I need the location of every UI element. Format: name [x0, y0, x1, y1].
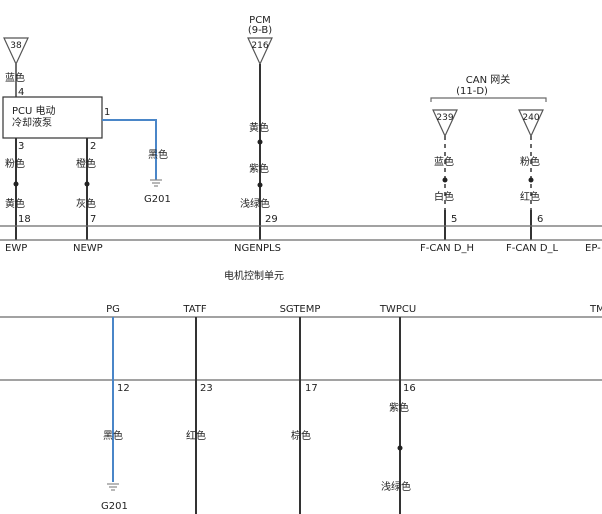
pg-label: PG [106, 304, 120, 315]
pg-pin: 12 [117, 383, 130, 394]
newp-splice-dot [84, 181, 90, 187]
tatf-label: TATF [182, 304, 207, 315]
pcm-pin: 29 [265, 214, 278, 225]
ewp-label: EWP [5, 243, 27, 254]
motor-control-unit-label: 电机控制单元 [224, 269, 284, 282]
wire-38-color: 蓝色 [5, 71, 25, 84]
newp-color2: 灰色 [76, 197, 96, 210]
can-l-color2: 红色 [520, 190, 540, 203]
pcm-color3: 浅绿色 [240, 197, 270, 210]
pcu-box [2, 96, 103, 139]
can-gateway-subtitle: (11-D) [456, 86, 488, 97]
twpcu-label: TWPCU [379, 304, 416, 315]
wire-pcu-to-g201 [102, 119, 157, 180]
ewp-pin: 18 [18, 214, 31, 225]
connector-216-number: 216 [251, 41, 268, 51]
can-l-splice-dot [528, 177, 534, 183]
pcu-label-line1: PCU 电动 [12, 104, 56, 117]
can-gateway-title: CAN 网关 [466, 73, 510, 86]
connector-240-triangle [518, 109, 544, 138]
tm-label: TM [589, 304, 602, 315]
pcu-label-line2: 冷却液泵 [12, 116, 52, 129]
pcm-subtitle: (9-B) [248, 25, 272, 36]
newp-pin: 7 [90, 214, 96, 225]
wire-pcu-g201-color: 黑色 [148, 148, 168, 161]
connector-216: 216 [247, 37, 273, 66]
newp-label: NEWP [73, 243, 103, 254]
pcm-splice-dot1 [257, 139, 263, 145]
ground-g201-top-label: G201 [144, 194, 171, 205]
ground-g201-bottom-label: G201 [101, 501, 128, 512]
connector-239-number: 239 [436, 113, 453, 123]
pcm-color2: 紫色 [249, 162, 269, 175]
ewp-pin-up: 3 [18, 141, 24, 152]
ngenpls-label: NGENPLS [234, 243, 281, 254]
connector-239-triangle [432, 109, 458, 138]
pcu-pin-4: 4 [18, 87, 24, 98]
can-h-splice-dot [442, 177, 448, 183]
newp-color1: 橙色 [76, 157, 96, 170]
pcu-pin-1: 1 [104, 107, 110, 118]
can-l-label: F-CAN D_L [506, 243, 559, 254]
connector-240-number: 240 [522, 113, 539, 123]
ewp-color2: 黄色 [5, 197, 25, 210]
ewp-splice-dot [13, 181, 19, 187]
pcm-color1: 黄色 [249, 121, 269, 134]
can-h-color1: 蓝色 [434, 155, 454, 168]
twpcu-pin: 16 [403, 383, 416, 394]
connector-38: 38 [3, 37, 29, 66]
connector-239: 239 [432, 109, 458, 138]
twpcu-color2: 浅绿色 [381, 480, 411, 493]
pcm-title: PCM [249, 15, 271, 26]
connector-38-number: 38 [10, 41, 22, 51]
ground-icon-bottom [107, 483, 119, 491]
tatf-pin: 23 [200, 383, 213, 394]
twpcu-splice-dot [397, 445, 403, 451]
pg-wire-color: 黑色 [103, 429, 123, 442]
pcu-coolant-pump: PCU 电动 冷却液泵 [2, 96, 103, 139]
twpcu-color1: 紫色 [389, 401, 409, 414]
can-l-pin: 6 [537, 214, 543, 225]
tatf-wire-color: 红色 [186, 429, 206, 442]
ep-label: EP- [585, 243, 601, 254]
sgtemp-pin: 17 [305, 383, 318, 394]
connector-240: 240 [518, 109, 544, 138]
ewp-color1: 粉色 [5, 157, 25, 170]
ground-icon-top [150, 179, 162, 187]
connector-38-triangle [3, 37, 29, 66]
can-l-color1: 粉色 [520, 155, 540, 168]
can-h-color2: 白色 [434, 190, 454, 203]
can-gateway-bracket [430, 97, 547, 102]
can-h-pin: 5 [451, 214, 457, 225]
sgtemp-label: SGTEMP [280, 304, 321, 315]
can-h-label: F-CAN D_H [420, 243, 474, 254]
newp-pin-up: 2 [90, 141, 96, 152]
sgtemp-wire-color: 棕色 [291, 429, 311, 442]
pcm-splice-dot2 [257, 182, 263, 188]
connector-216-triangle [247, 37, 273, 66]
